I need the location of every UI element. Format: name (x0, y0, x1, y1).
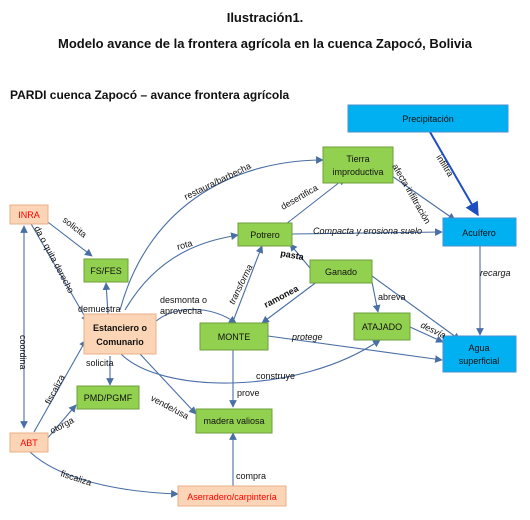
node-potrero (237, 222, 293, 247)
node-aserradero (177, 485, 287, 507)
nodes-atajado-text: ATAJADO (362, 322, 402, 332)
edge-solicita-inra (39, 215, 93, 257)
edge-rota (124, 232, 239, 311)
node-atajado (353, 312, 411, 341)
figure-caption: Ilustración1. (226, 10, 304, 25)
label-otorga: otorga (48, 415, 75, 436)
label-transforma: transforma (227, 263, 255, 306)
label-desmonta-1: desmonta o (160, 295, 207, 305)
label-infiltra: infiltra (434, 153, 455, 179)
edge-fiscaliza-abt (33, 339, 87, 433)
label-rota: rota (176, 238, 194, 252)
nodes-potrero-text: Potrero (250, 230, 280, 240)
label-compra: compra (236, 471, 266, 481)
label-desertifica: desertifica (279, 183, 320, 212)
edge-construye (119, 339, 381, 384)
edge-compacta (291, 228, 443, 236)
edge-da-quita (29, 221, 89, 323)
node-madera-valiosa (195, 408, 273, 434)
nodes-abt-text: ABT (20, 438, 38, 448)
nodes-monte-text: MONTE (218, 332, 251, 342)
nodes-acuifero-text: Acuífero (462, 228, 496, 238)
node-inra (9, 204, 49, 225)
node-estanciero (83, 313, 157, 355)
nodes-pmd-text: PMD/PGMF (84, 393, 133, 403)
node-precipitacion-label: Precipitación (402, 114, 454, 124)
nodes-fs_fes-text: FS/FES (90, 266, 122, 276)
edge-demuestra (102, 282, 111, 315)
label-compacta: Compacta y erosiona suelo (313, 226, 422, 236)
edge-afecta (391, 175, 456, 221)
label-recarga: recarga (480, 268, 511, 278)
nodes-estanciero_line2-text: Comunario (96, 337, 144, 347)
edge-desvia (409, 326, 444, 343)
label-protege: protege (291, 332, 323, 342)
edge-infiltra (429, 131, 479, 217)
label-vende-usa: vende/usa (149, 393, 190, 421)
edge-ganado-agua (371, 275, 461, 341)
edge-pasta (289, 243, 311, 269)
label-solicita-pmd: solicita (86, 358, 114, 368)
edge-abreva (371, 281, 381, 313)
node-abt (9, 432, 49, 453)
label-construye: construye (256, 371, 295, 381)
nodes-inra-text: INRA (18, 210, 40, 220)
label-coordina: coordina (18, 335, 28, 370)
node-agua-superficial (442, 335, 517, 373)
label-restaura: restaura/barbecha (182, 161, 252, 202)
edge-transforma (231, 245, 264, 325)
node-precipitacion (347, 104, 509, 133)
edge-ramonea (261, 280, 319, 324)
label-pasta: pasta (280, 248, 306, 262)
label-da-quita: da o quita derecho (32, 224, 76, 295)
diagram-subtitle: PARDI cuenca Zapocó – avance frontera ag… (10, 88, 290, 102)
label-fiscaliza-aserr: fiscaliza (59, 468, 93, 487)
node-ganado (309, 259, 373, 284)
label-prove: prove (237, 388, 260, 398)
label-desmonta-2: aprovecha (160, 306, 202, 316)
edge-fiscaliza-aserr (29, 451, 179, 498)
nodes-estanciero_line1-text: Estanciero o (93, 323, 148, 333)
node-pmd-pgmf (76, 385, 140, 410)
node-monte (199, 322, 269, 351)
edge-otorga (45, 404, 77, 441)
label-fiscaliza-abt: fiscaliza (43, 373, 67, 406)
label-afecta: afecta infiltración (390, 162, 432, 225)
nodes-madera-text: madera valiosa (203, 416, 264, 426)
edge-protege (267, 335, 443, 363)
figure-title: Modelo avance de la frontera agrícola en… (58, 36, 472, 51)
edge-restaura (119, 156, 324, 311)
node-tierra (322, 146, 394, 184)
node-fs-fes (83, 258, 129, 283)
label-demuestra: demuestra (78, 304, 121, 314)
edge-desmonta (154, 308, 237, 324)
nodes-agua_line2-text: superficial (459, 356, 500, 366)
nodes-tierra_line2-text: improductiva (332, 167, 383, 177)
nodes-ganado-text: Ganado (325, 267, 357, 277)
nodes-agua_line1-text: Agua (468, 343, 489, 353)
edge-desertifica (285, 177, 346, 225)
label-ramonea: ramonea (262, 283, 301, 310)
edge-vende (139, 353, 197, 415)
node-acuifero (442, 217, 517, 247)
nodes-aserradero-text: Aserradero/carpintería (187, 492, 277, 502)
nodes-tierra_line1-text: Tierra (346, 154, 369, 164)
label-abreva: abreva (378, 292, 406, 302)
